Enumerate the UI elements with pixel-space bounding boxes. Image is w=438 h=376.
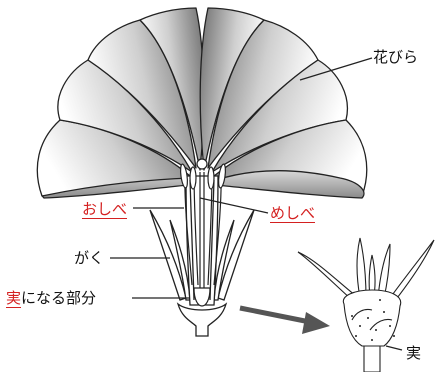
arrow [240,308,330,334]
label-petal: 花びら [373,48,418,66]
label-ovary: 実になる部分 [6,289,96,307]
label-pistil: めしべ [270,204,315,223]
label-stamen: おしべ [82,200,127,219]
corolla-tube [186,176,218,305]
fruit-stem [364,346,380,372]
stem [178,304,226,336]
label-fruit: 実 [406,344,421,362]
fruit-sepal-left-long [298,252,356,300]
label-calyx: がく [74,249,104,267]
anther-2 [190,167,196,189]
label-ovary-prefix: 実 [6,289,21,308]
stigma [197,159,207,169]
leader-fruit [386,346,402,350]
fruit-sepal-right-long [390,240,434,302]
anther-3 [208,167,214,189]
fruit-sepal-left-up [357,238,366,298]
fruit-body [343,290,400,346]
label-ovary-suffix: になる部分 [21,289,96,307]
